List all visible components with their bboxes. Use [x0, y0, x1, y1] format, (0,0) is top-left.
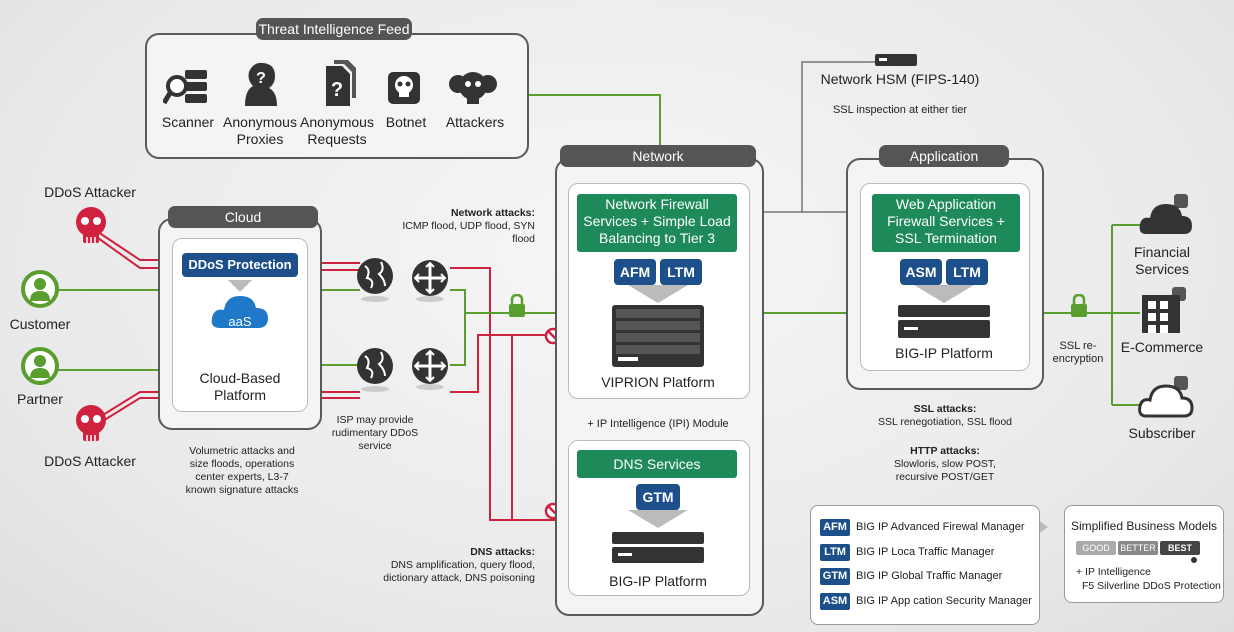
threat-item-label-botnet: Botnet	[385, 114, 427, 130]
ecommerce-label: E-Commerce	[1120, 339, 1204, 355]
ddos-attacker-skull-icon	[76, 207, 106, 243]
hsm-note: SSL inspection at either tier	[832, 104, 968, 116]
router-icon	[412, 348, 448, 390]
threat-feed-title: Threat Intelligence Feed	[256, 18, 412, 40]
isp-note: ISP may provide rudimentary DDoS service	[331, 414, 419, 452]
ecommerce-building-icon	[1142, 287, 1186, 333]
lock-icon	[1071, 294, 1087, 317]
threat-item-label-requests: Anonymous Requests	[300, 114, 374, 147]
ddos-attacker-top-label: DDoS Attacker	[44, 184, 136, 200]
question-document-icon: ?	[326, 60, 356, 106]
subscriber-label: Subscriber	[1128, 425, 1196, 441]
ssl-attacks-title: SSL attacks:	[913, 403, 977, 415]
threat-item-label-proxies: Anonymous Proxies	[223, 114, 297, 147]
ipi-module-label: + IP Intelligence (IPI) Module	[587, 418, 729, 430]
ssl-attacks-note: SSL attacks: SSL renegotiation, SSL floo…	[860, 403, 1030, 429]
svg-text:?: ?	[331, 79, 343, 101]
partner-label: Partner	[17, 391, 63, 407]
viprion-platform-label: VIPRION Platform	[601, 374, 715, 390]
tier-better: BETTER	[1118, 541, 1158, 555]
network-title: Network	[560, 145, 756, 167]
ddos-attacker-bottom-label: DDoS Attacker	[44, 453, 136, 469]
application-title: Application	[879, 145, 1009, 167]
cloud-aas-icon	[211, 280, 268, 328]
dns-attacks-title: DNS attacks:	[470, 546, 535, 558]
network-firewall-services: Network Firewall Services + Simple Load …	[577, 194, 737, 252]
application-platform-label: BIG-IP Platform	[895, 345, 993, 361]
viprion-chassis-icon	[612, 285, 704, 367]
hsm-device-icon	[875, 54, 917, 66]
business-line-1: + IP Intelligence	[1076, 566, 1151, 578]
ssl-attacks-text: SSL renegotiation, SSL flood	[877, 416, 1013, 428]
hsm-title: Network HSM (FIPS-140)	[820, 71, 980, 87]
dns-attacks-text: DNS amplification, query flood, dictiona…	[383, 559, 535, 584]
network-attacks-note: Network attacks: ICMP flood, UDP flood, …	[390, 207, 535, 246]
business-models-title: Simplified Business Models	[1070, 519, 1218, 533]
web-app-firewall-services: Web Application Firewall Services + SSL …	[872, 194, 1020, 252]
ltm-module-badge: LTM	[660, 259, 702, 285]
botnet-skull-icon	[388, 72, 420, 104]
network-attacks-text: ICMP flood, UDP flood, SYN flood	[402, 220, 535, 245]
http-attacks-note: HTTP attacks: Slowloris, slow POST, recu…	[860, 445, 1030, 484]
dns-services: DNS Services	[577, 450, 737, 478]
http-attacks-text: Slowloris, slow POST, recursive POST/GET	[893, 458, 997, 483]
bigip-appliance-icon	[612, 510, 704, 563]
partner-person-icon	[21, 347, 59, 385]
http-attacks-title: HTTP attacks:	[910, 445, 980, 457]
afm-module-badge: AFM	[614, 259, 656, 285]
lock-icon	[509, 294, 525, 317]
threat-item-label-attackers: Attackers	[445, 114, 505, 130]
network-attacks-title: Network attacks:	[450, 207, 535, 219]
anonymous-face-icon: ?	[245, 62, 277, 106]
svg-text:?: ?	[256, 70, 266, 87]
gtm-module-badge: GTM	[636, 484, 680, 510]
asm-module-badge: ASM	[900, 259, 942, 285]
skulls-group-icon	[449, 72, 497, 104]
magnifier-server-icon	[163, 70, 207, 105]
ssl-reencryption-label: SSL re-encryption	[1052, 340, 1104, 365]
cloud-platform-label: Cloud-Based Platform	[199, 370, 281, 403]
financial-cloud-icon	[1139, 194, 1192, 234]
ddos-attacker-skull-icon	[76, 405, 106, 441]
dns-platform-label: BIG-IP Platform	[609, 573, 707, 589]
aas-label: aaS	[228, 314, 252, 329]
subscriber-cloud-icon	[1138, 376, 1194, 418]
globe-icon	[357, 348, 393, 392]
globe-icon	[357, 258, 393, 302]
router-icon	[412, 260, 448, 302]
customer-person-icon	[21, 270, 59, 308]
cloud-title: Cloud	[168, 206, 318, 228]
cloud-attacks-note: Volumetric attacks and size floods, oper…	[185, 445, 299, 496]
best-indicator-dot	[1191, 557, 1197, 563]
ddos-protection-badge: DDoS Protection	[182, 253, 298, 277]
ltm-module-badge: LTM	[946, 259, 988, 285]
bigip-appliance-icon	[898, 285, 990, 338]
customer-label: Customer	[9, 316, 71, 332]
tier-best: BEST	[1160, 541, 1200, 555]
tier-good: GOOD	[1076, 541, 1116, 555]
threat-item-label-scanner: Scanner	[161, 114, 215, 130]
business-line-2: F5 Silverline DDoS Protection	[1082, 580, 1221, 592]
dns-attacks-note: DNS attacks: DNS amplification, query fl…	[380, 546, 535, 585]
financial-services-label: Financial Services	[1133, 244, 1191, 277]
